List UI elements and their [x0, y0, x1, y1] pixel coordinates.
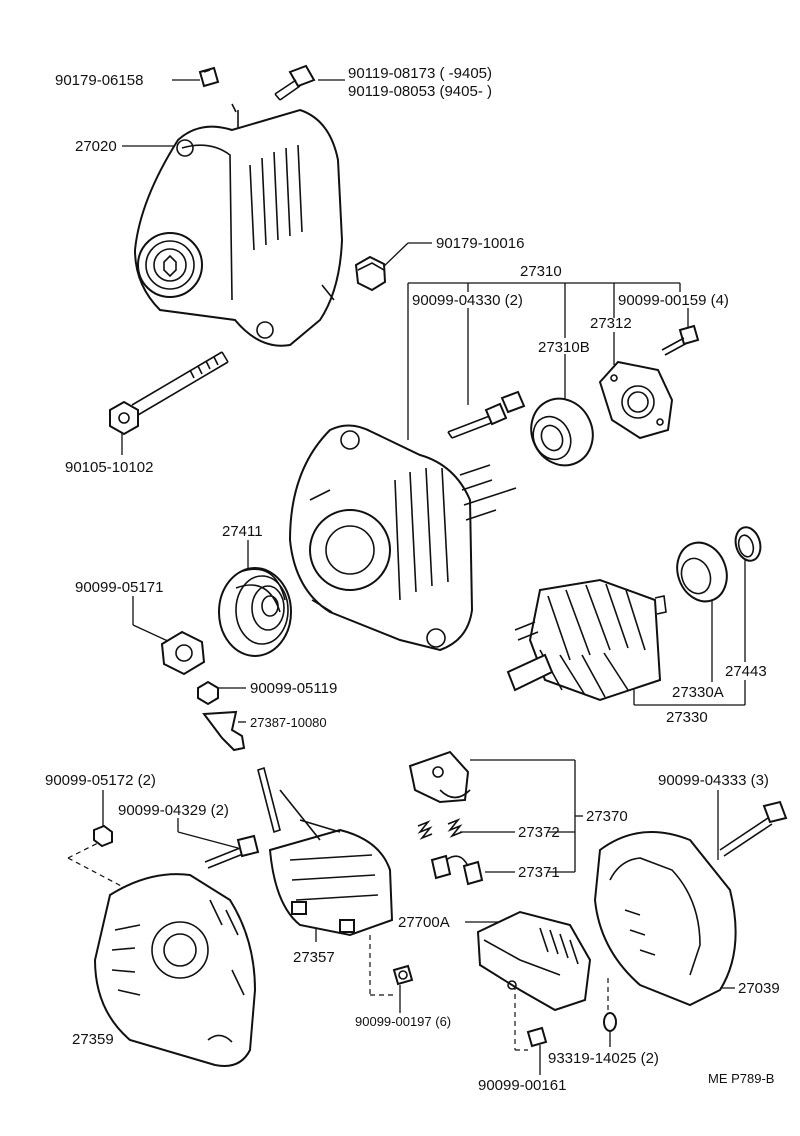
label-27371: 27371 [518, 864, 560, 881]
label-93319-14025: 93319-14025 (2) [548, 1050, 659, 1067]
label-27357: 27357 [293, 949, 335, 966]
pulley-nut-icon [160, 630, 206, 676]
regulator-screw-icon [526, 1026, 548, 1048]
small-screw-icon [661, 324, 700, 356]
label-90099-05172: 90099-05172 (2) [45, 772, 156, 789]
label-90099-04333: 90099-04333 (3) [658, 772, 769, 789]
label-27312: 27312 [590, 315, 632, 332]
label-90099-00159: 90099-00159 (4) [618, 292, 729, 309]
cover-screw-icon [719, 800, 788, 857]
label-27330A: 27330A [672, 684, 724, 701]
label-27443: 27443 [725, 663, 767, 680]
label-90099-04329: 90099-04329 (2) [118, 802, 229, 819]
screw-icon [447, 390, 526, 439]
label-90119-08053: 90119-08053 (9405- ) [348, 83, 492, 100]
frame-screw-icon [204, 834, 260, 869]
pulley-icon [218, 567, 292, 657]
label-27700A: 27700A [398, 914, 450, 931]
nut-icon [354, 255, 387, 292]
brush-icon [430, 854, 484, 886]
label-27310B: 27310B [538, 339, 590, 356]
label-27039: 27039 [738, 980, 780, 997]
label-27310: 27310 [520, 263, 562, 280]
label-27387-10080: 27387-10080 [250, 715, 327, 730]
rotor-icon [506, 578, 667, 702]
label-90105-10102: 90105-10102 [65, 459, 153, 476]
label-90099-04330: 90099-04330 (2) [412, 292, 523, 309]
voltage-regulator-icon [476, 910, 592, 1012]
long-bolt-icon [109, 351, 229, 436]
terminal-nut-icon [197, 680, 219, 706]
label-90119-08173: 90119-08173 ( -9405) [348, 65, 492, 82]
rectifier-icon [257, 766, 394, 937]
retainer-plate-icon [598, 360, 674, 440]
clip-nut-icon [198, 66, 220, 88]
alternator-assembly-icon [133, 103, 344, 347]
bearing-icon [530, 397, 594, 467]
dashed-guides [67, 841, 609, 1051]
rectifier-screw-icon [392, 964, 414, 986]
label-27370: 27370 [586, 808, 628, 825]
bolt-icon [274, 64, 316, 101]
label-90099-05119: 90099-05119 [250, 680, 337, 697]
label-27411: 27411 [222, 523, 263, 540]
part-labels: 90179-06158 90119-08173 ( -9405) 90119-0… [45, 65, 780, 1094]
frame-nut-icon [93, 824, 113, 848]
label-90099-00197: 90099-00197 (6) [355, 1014, 451, 1029]
reference-code: ME P789-B [708, 1071, 774, 1086]
label-90179-10016: 90179-10016 [436, 235, 524, 252]
terminal-insulator-icon [202, 710, 246, 752]
label-27372: 27372 [518, 824, 560, 841]
label-90179-06158: 90179-06158 [55, 72, 143, 89]
rear-end-cover-icon [593, 831, 737, 1007]
rectifier-end-frame-icon [93, 873, 257, 1067]
label-27020: 27020 [75, 138, 117, 155]
label-90099-00161: 90099-00161 [478, 1077, 566, 1094]
label-90099-05171: 90099-05171 [75, 579, 163, 596]
rotor-bearing-icon [676, 541, 728, 603]
brush-holder-icon [408, 750, 471, 804]
bearing-cover-icon [734, 526, 762, 562]
drive-end-frame-icon [288, 424, 517, 652]
washer-icon [603, 1012, 617, 1032]
label-27359: 27359 [72, 1031, 114, 1048]
label-27330: 27330 [666, 709, 708, 726]
brush-spring-icon [417, 818, 463, 840]
